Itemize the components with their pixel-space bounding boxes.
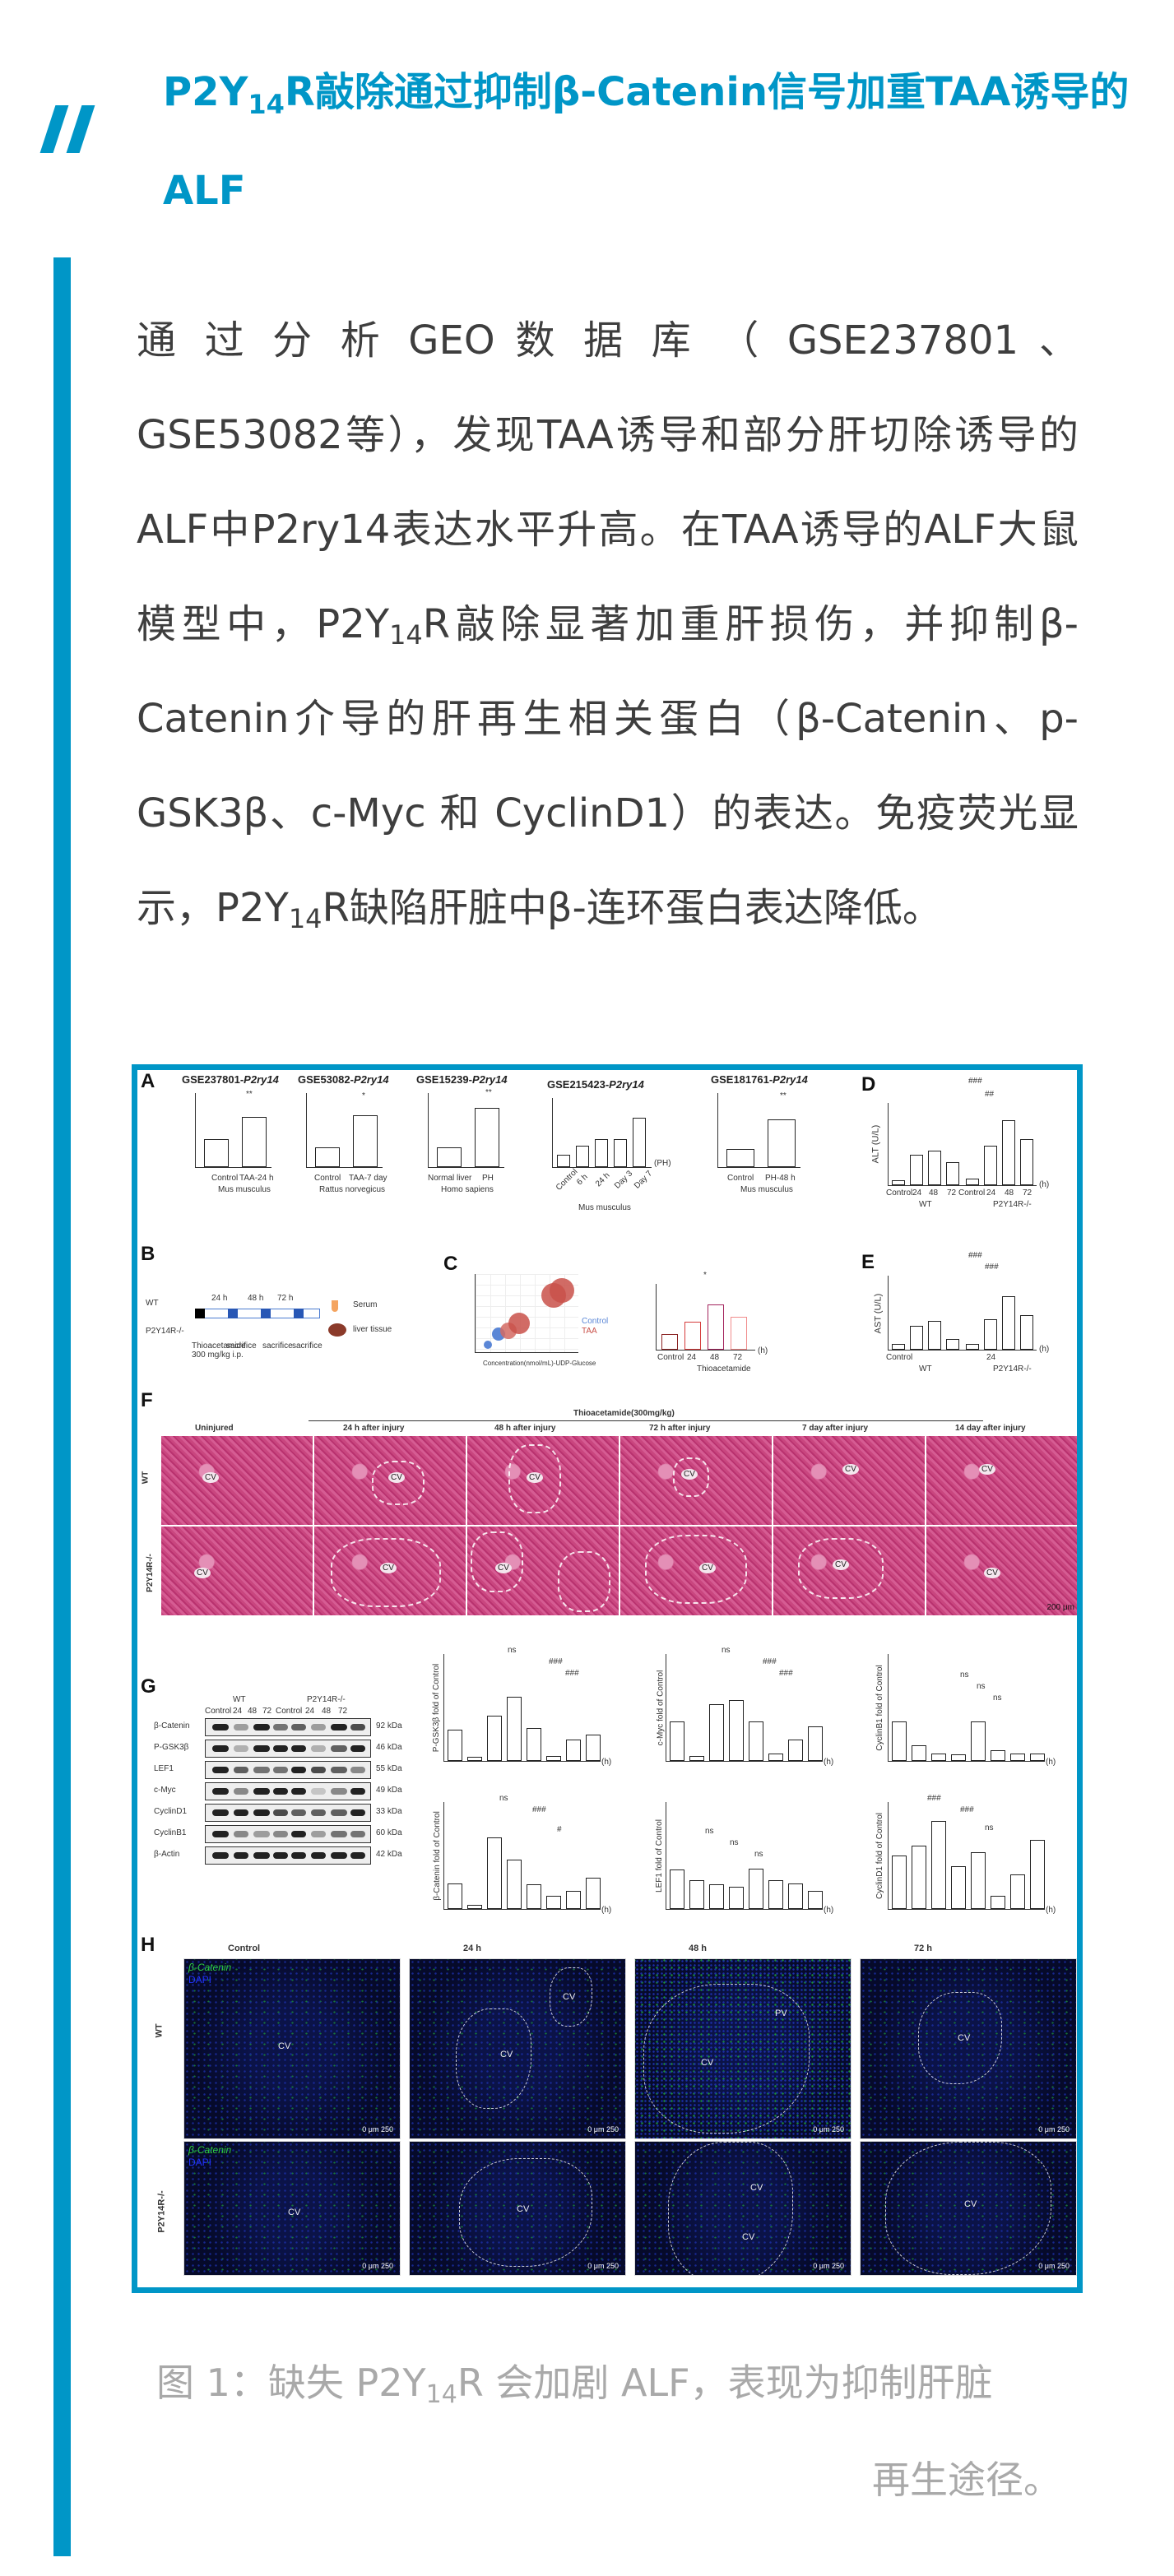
double-slash-quote-icon — [36, 105, 102, 155]
experiment-timeline: WT P2Y14R-/- 24 h 48 h 72 h Thioacetamid… — [146, 1294, 392, 1360]
panel-label-b: B — [141, 1243, 155, 1265]
chart-gse53082: GSE53082-P2ry14 Control TAA-7 day Rattus… — [298, 1073, 389, 1194]
chart-pgsk3b: P-GSK3β fold of Control ns ### ### (h) — [432, 1646, 612, 1767]
chart-gse15239: GSE15239-P2ry14 Normal liver PH Homo sap… — [416, 1073, 508, 1194]
chart-gse237801: GSE237801-P2ry14 Control TAA-24 h Mus mu… — [182, 1073, 279, 1194]
chart-lef1: LEF1 fold of Control ns ns ns (h) — [647, 1794, 845, 1934]
body-paragraph: 通 过 分 析 GEO 数 据 库 （ GSE237801 、 GSE53082… — [137, 317, 1079, 934]
chart-gse215423: GSE215423-P2ry14 Control 6 h 24 h Day 3 … — [547, 1078, 671, 1212]
panel-label-d: D — [861, 1073, 876, 1096]
left-accent-bar — [53, 257, 71, 2556]
treatment-label: Thioacetamide(300mg/kg) — [573, 1409, 675, 1418]
panel-label-g: G — [141, 1675, 156, 1698]
he-staining-grid: Uninjured 24 h after injury 48 h after i… — [141, 1424, 1077, 1621]
panel-label-h: H — [141, 1934, 155, 1956]
chart-gse181761: GSE181761-P2ry14 Control PH-48 h Mus mus… — [711, 1073, 808, 1194]
western-blot: WT P2Y14R-/- Control 24 48 72 Control 24… — [154, 1695, 425, 1876]
article-section-title: P2Y14R敲除通过抑制β-Catenin信号加重TAA诱导的ALF — [163, 69, 1130, 214]
chart-alt: ALT (U/L) Control 24 48 72 Control 24 48… — [870, 1077, 1050, 1209]
chart-udp-glucose-bar: Control 24 48 72 Thioacetamide (h) * — [656, 1271, 768, 1374]
figure-1: A GSE237801-P2ry14 Control TAA-24 h Mus … — [132, 1064, 1083, 2293]
panel-label-e: E — [861, 1251, 875, 1273]
panel-label-a: A — [141, 1070, 155, 1092]
chart-ast: AST (U/L) Control 24 WT P2Y14R-/- (h) ##… — [873, 1251, 1050, 1374]
panel-label-f: F — [141, 1389, 153, 1411]
chart-cyclinb1: CyclinB1 fold of Control ns ns ns (h) — [870, 1646, 1067, 1786]
immunofluorescence-grid: Control 24 h 48 h 72 h WT P2Y14R-/- β-Ca… — [155, 1944, 1077, 2281]
figure-caption: 图 1：缺失 P2Y14R 会加剧 ALF，表现为抑制肝脏再生途径。 — [156, 2361, 1061, 2502]
chart-beta-catenin: β-Catenin fold of Control ns ### # (h) — [432, 1794, 612, 1915]
chart-cmyc: c-Myc fold of Control ns ### ### (h) — [656, 1646, 834, 1767]
treatment-bracket — [309, 1420, 983, 1421]
chart-cyclind1: CyclinD1 fold of Control ### ### ns (h) — [875, 1794, 1056, 1915]
panel-label-c: C — [443, 1253, 458, 1275]
chart-udp-glucose-bubble: Concentration(nmol/mL)-UDP-Glucose Contr… — [450, 1267, 615, 1378]
